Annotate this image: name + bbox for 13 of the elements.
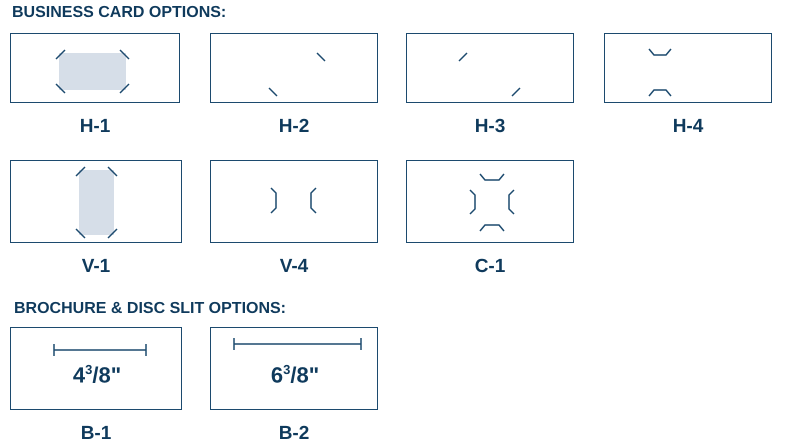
option-code: H-3 (474, 116, 506, 138)
dimension-label: 4$^{3}$/8" (72, 362, 122, 388)
option-code: H-4 (672, 116, 704, 138)
option-code: B-1 (80, 423, 112, 445)
option-code: V-4 (280, 256, 308, 278)
section-heading: BUSINESS CARD OPTIONS: (12, 4, 226, 22)
option-code: H-1 (80, 116, 110, 138)
option-code: C-1 (474, 256, 506, 278)
option-code: H-2 (278, 116, 310, 138)
option-code: V-1 (82, 256, 110, 278)
dimension-label: 6$^{3}$/8" (270, 362, 320, 388)
option-code: B-2 (278, 423, 310, 445)
section-heading: BROCHURE & DISC SLIT OPTIONS: (14, 300, 286, 318)
